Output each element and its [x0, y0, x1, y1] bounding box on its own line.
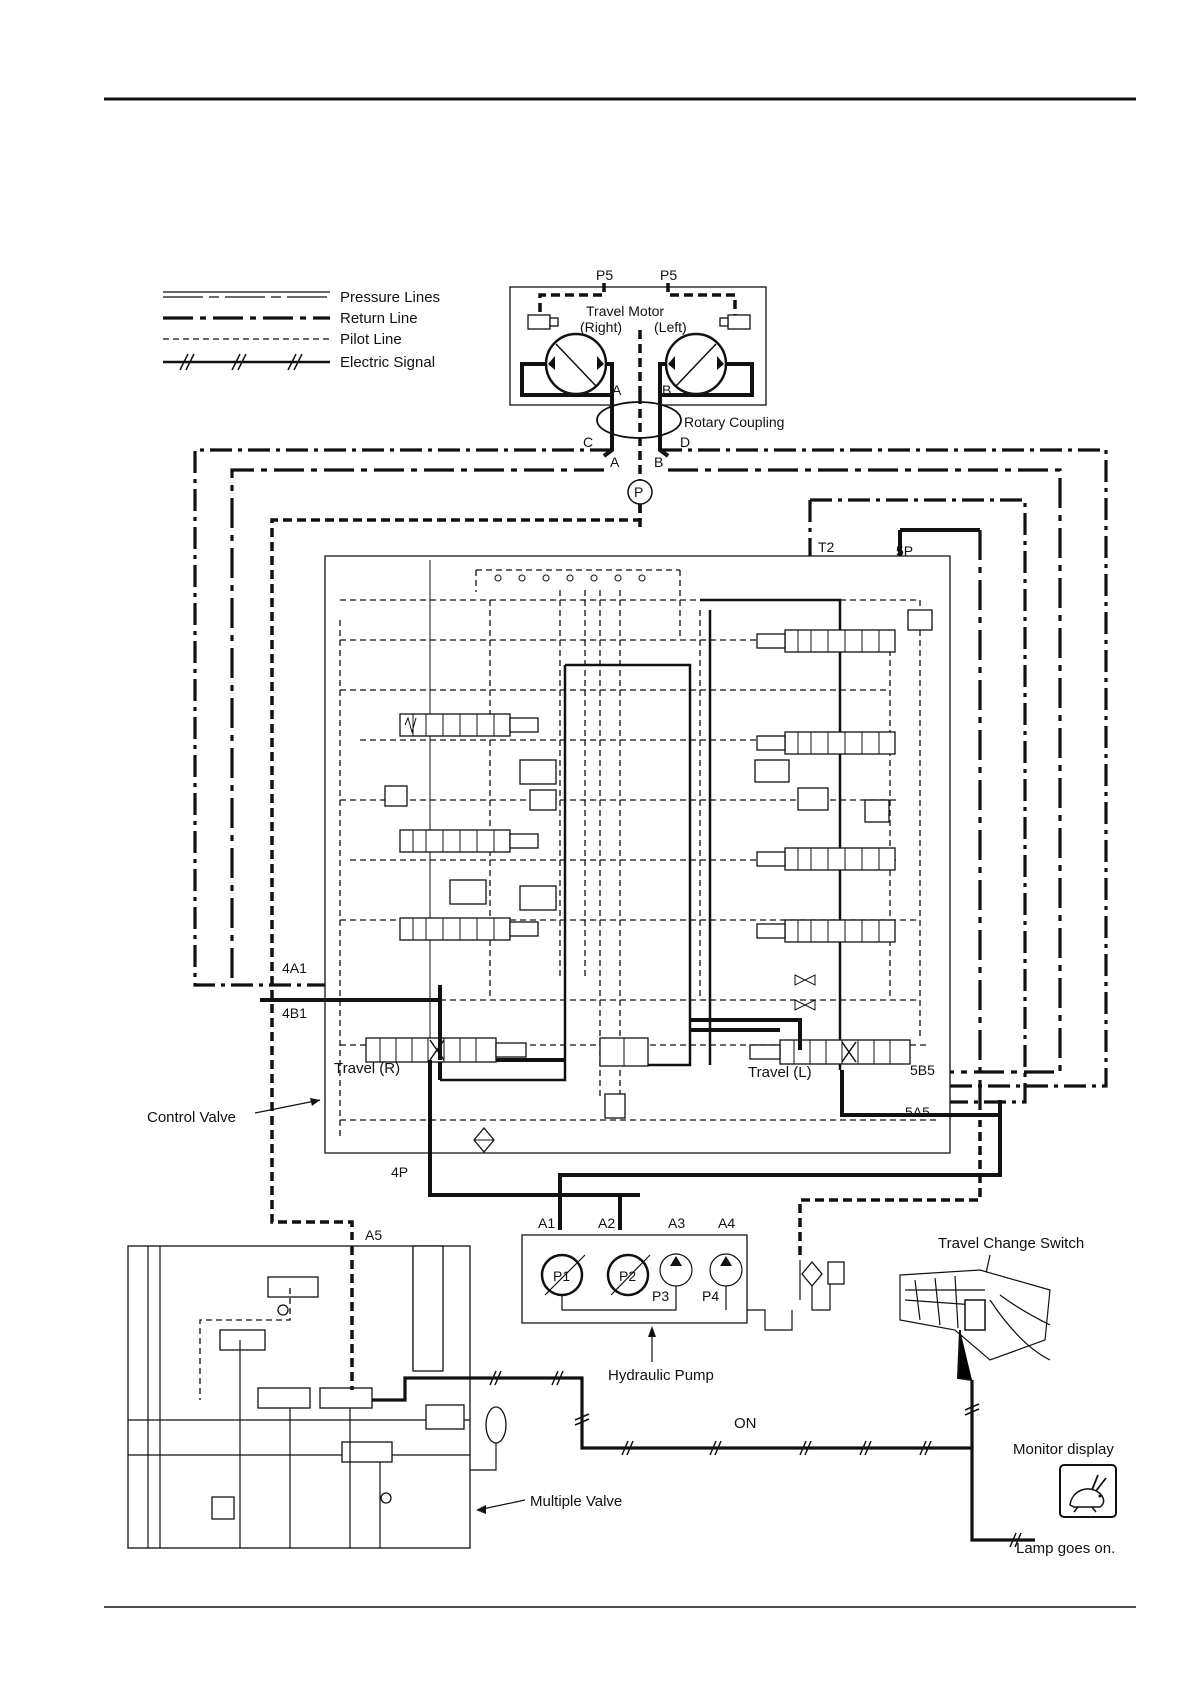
- motor-right-label: (Right): [580, 319, 622, 335]
- multiple-valve-a5: A5: [365, 1227, 382, 1243]
- legend-pilot-label: Pilot Line: [340, 331, 402, 348]
- pump-p1-label: P1: [553, 1268, 570, 1284]
- pump-p2-label: P2: [619, 1268, 636, 1284]
- control-valve-travel-l: Travel (L): [748, 1064, 812, 1081]
- pump-port-a2: A2: [598, 1215, 615, 1231]
- control-valve-4p: 4P: [391, 1164, 408, 1180]
- hydraulic-pump: A1 A2 A3 A4 P1 P2 P3 P4 Hydraulic Pump: [522, 1215, 844, 1384]
- motor-port-p5-left: P5: [596, 267, 613, 283]
- legend-pressure-label: Pressure Lines: [340, 289, 440, 306]
- motor-left-label: (Left): [654, 319, 687, 335]
- pump-title: Hydraulic Pump: [608, 1367, 714, 1384]
- rotary-coupling-title: Rotary Coupling: [684, 414, 784, 430]
- monitor-lamp-label: Lamp goes on.: [1016, 1540, 1115, 1557]
- rotary-port-a: A: [610, 454, 620, 470]
- motor-port-a: A: [612, 382, 622, 398]
- travel-motor: P5 P5 Travel Motor (Right) (Left) A B: [510, 267, 766, 405]
- multiple-valve-title: Multiple Valve: [530, 1493, 622, 1510]
- rotary-port-p: P: [634, 484, 643, 500]
- brake-cylinder-left: [728, 315, 750, 329]
- pump-p3-label: P3: [652, 1288, 669, 1304]
- legend: Pressure Lines Return Line Pilot Line El…: [163, 289, 440, 371]
- brake-cylinder-right: [528, 315, 550, 329]
- travel-change-switch[interactable]: Travel Change Switch: [900, 1235, 1084, 1380]
- motor-port-p5-right: P5: [660, 267, 677, 283]
- legend-electric-label: Electric Signal: [340, 354, 435, 371]
- control-valve-title: Control Valve: [147, 1109, 236, 1126]
- rotary-port-c: C: [583, 434, 593, 450]
- pump-p4-label: P4: [702, 1288, 719, 1304]
- control-valve-4a1: 4A1: [282, 960, 307, 976]
- pump-filter: [802, 1262, 822, 1286]
- switch-body-icon[interactable]: [965, 1300, 985, 1330]
- pump-port-a1: A1: [538, 1215, 555, 1231]
- pump-port-a3: A3: [668, 1215, 685, 1231]
- monitor-display: Monitor display Lamp goes on.: [1013, 1441, 1116, 1557]
- pump-port-a4: A4: [718, 1215, 735, 1231]
- rotary-port-d: D: [680, 434, 690, 450]
- control-valve-5a5: 5A5: [905, 1104, 930, 1120]
- motor-title: Travel Motor: [586, 303, 664, 319]
- monitor-title: Monitor display: [1013, 1441, 1114, 1458]
- electric-signal-line: ON: [372, 1371, 1035, 1547]
- switch-on-label: ON: [734, 1415, 757, 1432]
- control-valve-5p: 5P: [896, 543, 913, 559]
- rotary-port-b: B: [654, 454, 663, 470]
- control-valve-4b1: 4B1: [282, 1005, 307, 1021]
- control-valve-t2: T2: [818, 539, 835, 555]
- control-valve: T2 5P 4A1 4B1 Travel (R) Travel (L) 5B5 …: [147, 539, 1000, 1180]
- control-valve-5b5: 5B5: [910, 1062, 935, 1078]
- legend-return-label: Return Line: [340, 310, 418, 327]
- travel-change-switch-title: Travel Change Switch: [938, 1235, 1084, 1252]
- motor-port-b: B: [662, 382, 671, 398]
